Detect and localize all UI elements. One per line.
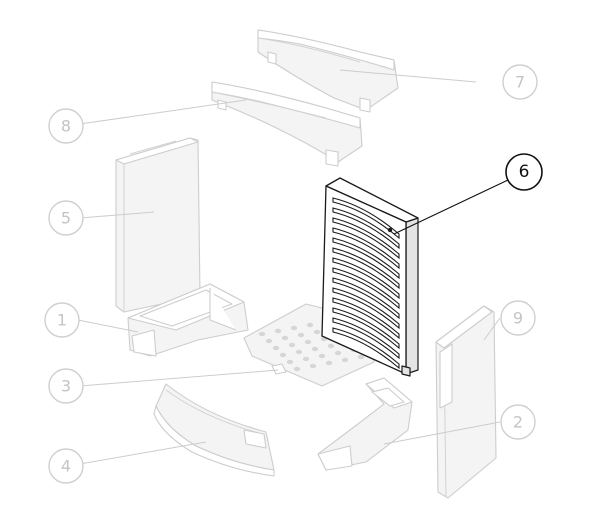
plate-hole — [306, 322, 314, 328]
grate-slot — [332, 287, 400, 330]
part-6-rear-grate — [321, 177, 419, 377]
plate-hole — [288, 342, 296, 348]
callout-5: 5 — [48, 200, 84, 236]
callout-1: 1 — [44, 302, 80, 338]
plate-hole — [279, 352, 287, 358]
callout-3-label: 3 — [61, 377, 71, 396]
callout-3: 3 — [48, 368, 84, 404]
part-7-top-baffle — [257, 29, 399, 113]
plate-hole — [297, 332, 305, 338]
plate-hole — [357, 354, 365, 360]
callout-7: 7 — [502, 64, 538, 100]
plate-hole — [334, 350, 342, 356]
grate-slot — [332, 197, 400, 240]
plate-hole — [272, 345, 280, 351]
grate-slot — [332, 297, 400, 340]
part-2-right-floor-piece — [317, 377, 413, 471]
callout-1-label: 1 — [57, 311, 67, 330]
plate-hole — [311, 346, 319, 352]
leader-lines — [77, 69, 509, 465]
plate-hole — [318, 353, 326, 359]
part-8-lower-baffle — [211, 81, 363, 167]
part-1-left-floor-piece — [127, 283, 249, 357]
grate-slot — [332, 317, 400, 360]
plate-hole — [313, 329, 321, 335]
plate-hole — [304, 339, 312, 345]
plate-hole — [295, 349, 303, 355]
callout-5-label: 5 — [61, 209, 71, 228]
grate-slot — [332, 217, 400, 260]
plate-hole — [286, 359, 294, 365]
part-9-right-side-brick — [435, 305, 497, 499]
grate-slot — [332, 237, 400, 280]
callout-2-label: 2 — [513, 413, 523, 432]
grate-slot — [332, 247, 400, 290]
plate-hole — [281, 335, 289, 341]
plate-hole — [293, 366, 301, 372]
grate-slots — [332, 197, 400, 370]
callout-2: 2 — [500, 404, 536, 440]
callout-7-label: 7 — [515, 73, 525, 92]
grate-slot — [332, 257, 400, 300]
grate-slot — [332, 267, 400, 310]
grate-slot — [332, 327, 400, 370]
callout-4: 4 — [48, 448, 84, 484]
plate-hole — [309, 363, 317, 369]
plate-hole — [274, 328, 282, 334]
callout-8-label: 8 — [61, 117, 71, 136]
part-5-side-brick — [115, 137, 201, 313]
plate-hole — [258, 331, 266, 337]
plate-hole — [341, 357, 349, 363]
grate-slot — [332, 227, 400, 270]
grate-slot — [332, 207, 400, 250]
plate-hole — [325, 360, 333, 366]
part-4-front-curve — [153, 383, 275, 477]
plate-hole — [327, 343, 335, 349]
grate-slot — [332, 277, 400, 320]
callout-9: 9 — [500, 300, 536, 336]
callout-6-label: 6 — [519, 162, 530, 182]
plate-hole — [265, 338, 273, 344]
plate-hole — [290, 325, 298, 331]
grate-fixing-point — [387, 227, 393, 233]
callout-4-label: 4 — [61, 457, 71, 476]
callout-9-label: 9 — [513, 309, 523, 328]
plate-hole — [302, 356, 310, 362]
grate-slot — [332, 307, 400, 350]
callout-8: 8 — [48, 108, 84, 144]
callout-6-highlighted: 6 — [505, 153, 543, 191]
